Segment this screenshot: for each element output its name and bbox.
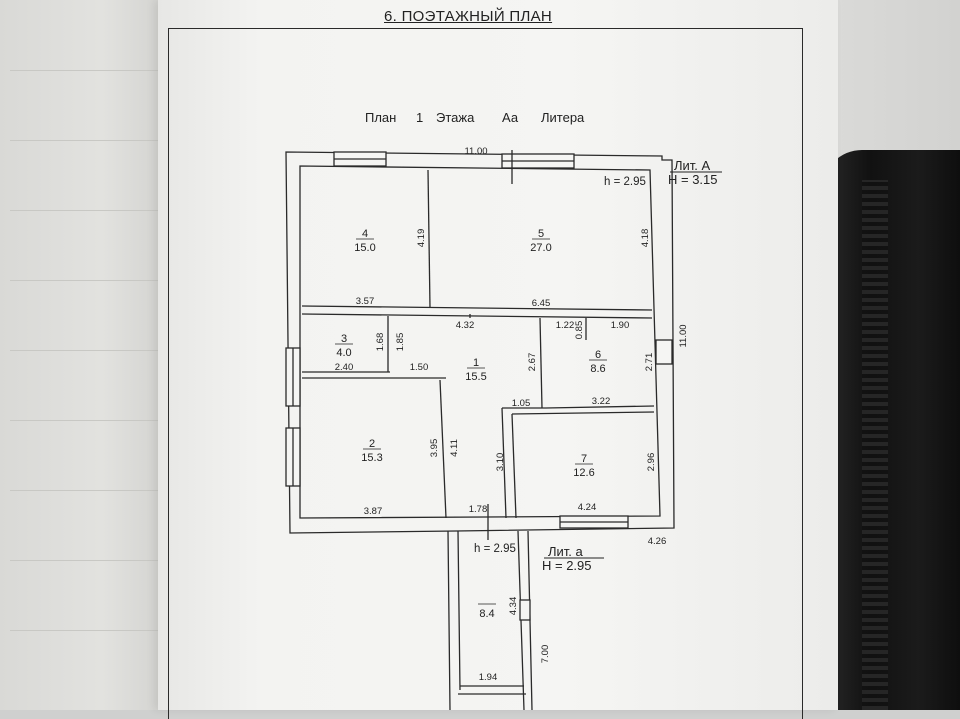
lit-main: Лит. А: [674, 158, 711, 173]
room-6-area: 8.6: [590, 363, 605, 375]
room-7-area: 12.6: [573, 467, 594, 479]
dim-annex-total: 7.00: [540, 645, 551, 664]
dim-r6-width: 3.22: [592, 396, 611, 407]
dim-step-width: 1.05: [512, 398, 531, 409]
room-4-number: 4: [362, 228, 368, 240]
room-2-number: 2: [369, 438, 375, 450]
room-5-area: 27.0: [530, 242, 551, 254]
room-1-number: 1: [473, 357, 479, 369]
dim-hall-width2: 1.50: [410, 362, 429, 373]
dim-r2-width: 3.87: [364, 506, 383, 517]
dim-hall-width: 4.32: [456, 320, 475, 331]
caption-letter: Аа: [502, 110, 519, 125]
lit-annex: Лит. а: [548, 544, 584, 559]
dim-r6-width1: 1.22: [556, 320, 575, 331]
dim-r2-height1: 3.95: [429, 439, 440, 458]
room-4-area: 15.0: [354, 242, 375, 254]
room-5-number: 5: [538, 228, 544, 240]
room-7-number: 7: [581, 453, 587, 465]
dim-r2-height2: 4.11: [449, 439, 460, 457]
room-1-area: 15.5: [465, 371, 486, 383]
dim-annex-bottom: 1.94: [479, 672, 498, 683]
caption-plan: План: [365, 110, 397, 125]
dim-annex-width: 4.26: [648, 536, 667, 547]
section-title: 6. ПОЭТАЖНЫЙ ПЛАН: [384, 8, 553, 25]
dim-r5-height: 4.18: [640, 229, 651, 248]
dim-r6-height: 2.71: [644, 353, 655, 372]
annex-room-area: 8.4: [479, 608, 494, 620]
dim-r3-height1: 1.68: [375, 333, 386, 352]
black-bag: [822, 150, 960, 710]
page-frame: [168, 28, 803, 719]
dim-r6-depth: 0.85: [574, 321, 585, 340]
dim-r3-height2: 1.85: [395, 333, 406, 352]
dim-annex-height: 4.34: [508, 597, 519, 616]
height-annex-h: h = 2.95: [474, 543, 516, 555]
dim-r1-height: 2.67: [527, 353, 538, 372]
height-main-h: h = 2.95: [604, 176, 646, 188]
dim-top-total: 11.00: [464, 146, 487, 157]
bag-zipper: [862, 180, 888, 710]
left-page: [0, 0, 170, 710]
room-3-area: 4.0: [336, 347, 351, 359]
room-2-area: 15.3: [361, 452, 382, 464]
dim-r1-height2: 3.10: [495, 453, 506, 472]
height-annex-H: H = 2.95: [542, 558, 592, 573]
dim-r7-width: 4.24: [578, 502, 597, 513]
dim-r6-width2: 1.90: [611, 320, 630, 331]
height-main-H: H = 3.15: [668, 172, 718, 187]
room-6-number: 6: [595, 349, 601, 361]
caption-litera: Литера: [541, 110, 585, 125]
dim-r4-width: 3.57: [356, 296, 375, 307]
dim-right-total: 11.00: [678, 324, 689, 347]
dim-r7-height: 2.96: [646, 453, 657, 472]
inner-wall-line: [299, 165, 661, 519]
dim-r4-height: 4.19: [416, 229, 427, 248]
outer-wall: [285, 151, 675, 534]
dim-door-width: 1.78: [469, 504, 488, 515]
caption-floor-number: 1: [416, 110, 424, 125]
dim-r3-width: 2.40: [335, 362, 354, 373]
caption-floor: Этажа: [436, 110, 475, 125]
paper-sheet: [158, 0, 838, 710]
dim-r5-width: 6.45: [532, 298, 551, 309]
room-3-number: 3: [341, 333, 347, 345]
